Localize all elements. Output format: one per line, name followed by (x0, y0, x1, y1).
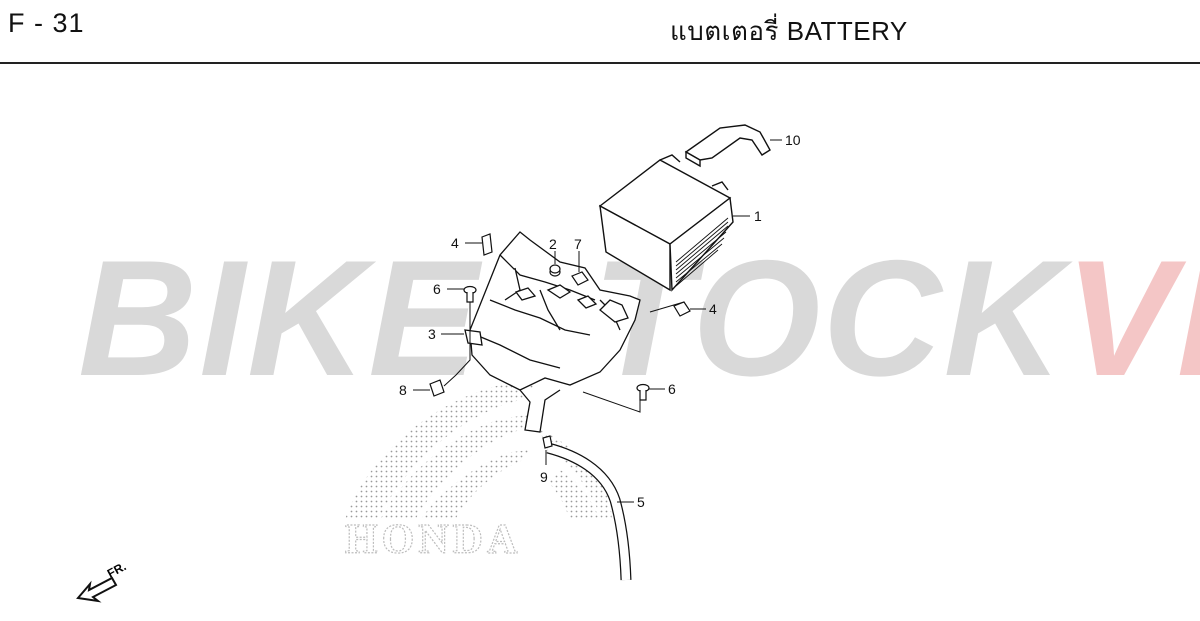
clip-4a (481, 233, 493, 256)
page-title: แบตเตอรี่ BATTERY (670, 16, 908, 46)
drain-hose (546, 442, 632, 581)
hose-clip-9 (542, 435, 553, 449)
battery-tray (464, 231, 641, 433)
honda-logo-text: HONDA (345, 517, 521, 563)
callout-6: 6 (668, 381, 676, 397)
callout-7: 7 (574, 236, 582, 252)
watermark-part-b: VN (1065, 226, 1200, 410)
callout-9: 9 (540, 469, 548, 485)
nut-2 (549, 264, 561, 277)
callout-6: 6 (433, 281, 441, 297)
leader-lines (413, 139, 782, 503)
callout-2: 2 (549, 236, 557, 252)
front-arrow-icon: FR. (76, 559, 129, 603)
front-arrow-label: FR. (105, 559, 129, 580)
callout-5: 5 (637, 494, 645, 510)
page-code: F - 31 (8, 8, 85, 38)
bolt-6b (636, 383, 650, 401)
battery-band (684, 124, 771, 168)
callout-8: 8 (399, 382, 407, 398)
callout-4: 4 (709, 301, 717, 317)
callout-1: 1 (754, 208, 762, 224)
clip-7 (571, 271, 589, 286)
battery (598, 154, 734, 292)
callout-4: 4 (451, 235, 459, 251)
callout-3: 3 (428, 326, 436, 342)
callout-10: 10 (785, 132, 801, 148)
clip-8 (429, 379, 445, 397)
header-divider (0, 62, 1200, 64)
